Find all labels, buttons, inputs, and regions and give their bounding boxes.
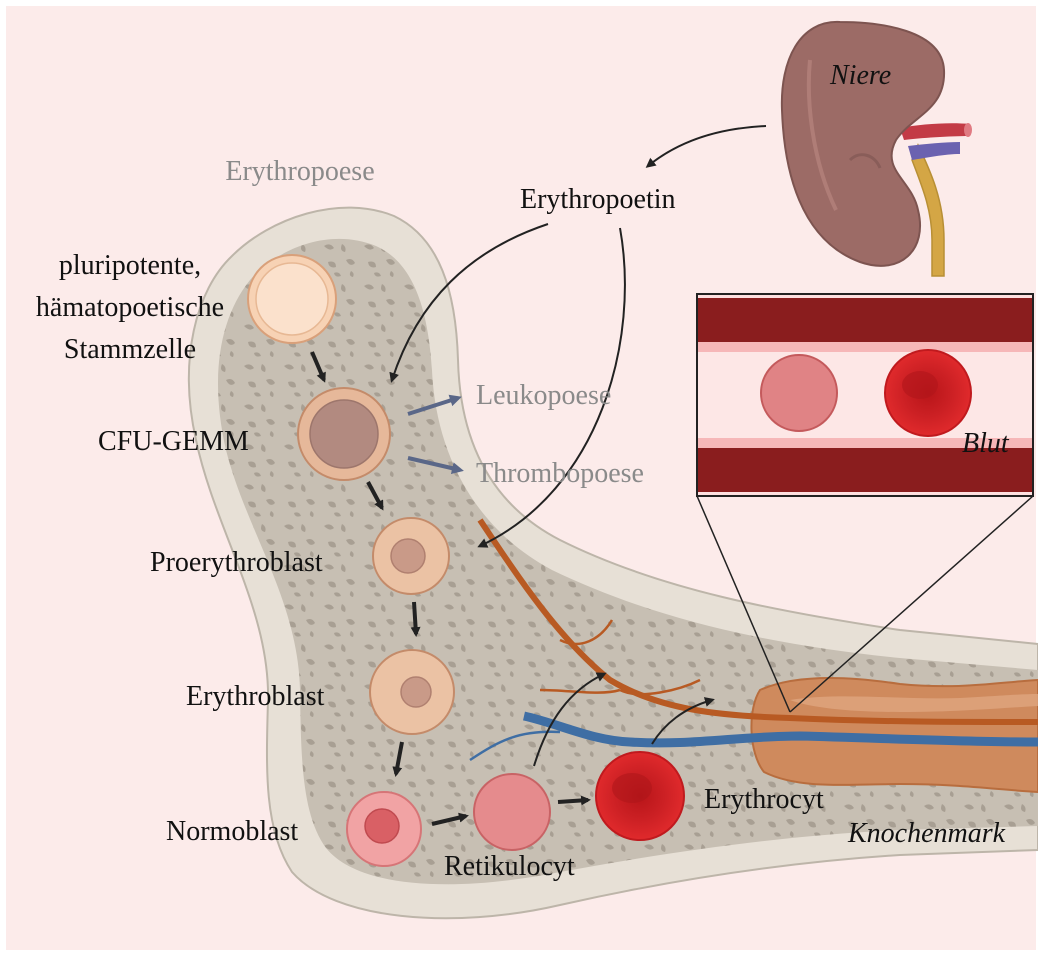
stem-cell (248, 255, 336, 343)
marrow-label: Knochenmark (847, 818, 1006, 849)
leukopoesis-label: Leukopoese (476, 380, 611, 411)
hormone-label: Erythropoetin (520, 184, 676, 215)
normoblast-label: Normoblast (166, 816, 298, 847)
cfu-gemm-cell (298, 388, 390, 480)
reticulocyte-label: Retikulocyt (444, 851, 575, 882)
proerythroblast-label: Proerythroblast (150, 547, 323, 578)
stem-cell-label-line2: hämatopoetische (36, 292, 224, 323)
diagram-title: Erythropoese (225, 156, 374, 187)
thrombopoesis-label: Thrombopoese (476, 458, 644, 489)
reticulocyte-cell (474, 774, 550, 850)
inset-reticulocyte (761, 355, 837, 431)
stem-cell-label-line3: Stammzelle (64, 334, 196, 365)
blood-inset (697, 294, 1033, 496)
erythroblast-cell (370, 650, 454, 734)
cfu-gemm-label: CFU-GEMM (98, 426, 249, 457)
blood-label: Blut (962, 428, 1010, 459)
normoblast-cell (347, 792, 421, 866)
kidney-label: Niere (829, 60, 891, 91)
erythrocyte-label: Erythrocyt (704, 784, 824, 815)
stem-cell-label-line1: pluripotente, (59, 250, 201, 281)
proerythroblast-cell (373, 518, 449, 594)
erythroblast-label: Erythroblast (186, 681, 325, 712)
arrow-pro-to-ery (414, 602, 416, 634)
arrow-reti-to-erythro (558, 800, 588, 802)
erythrocyte-cell (596, 752, 684, 840)
